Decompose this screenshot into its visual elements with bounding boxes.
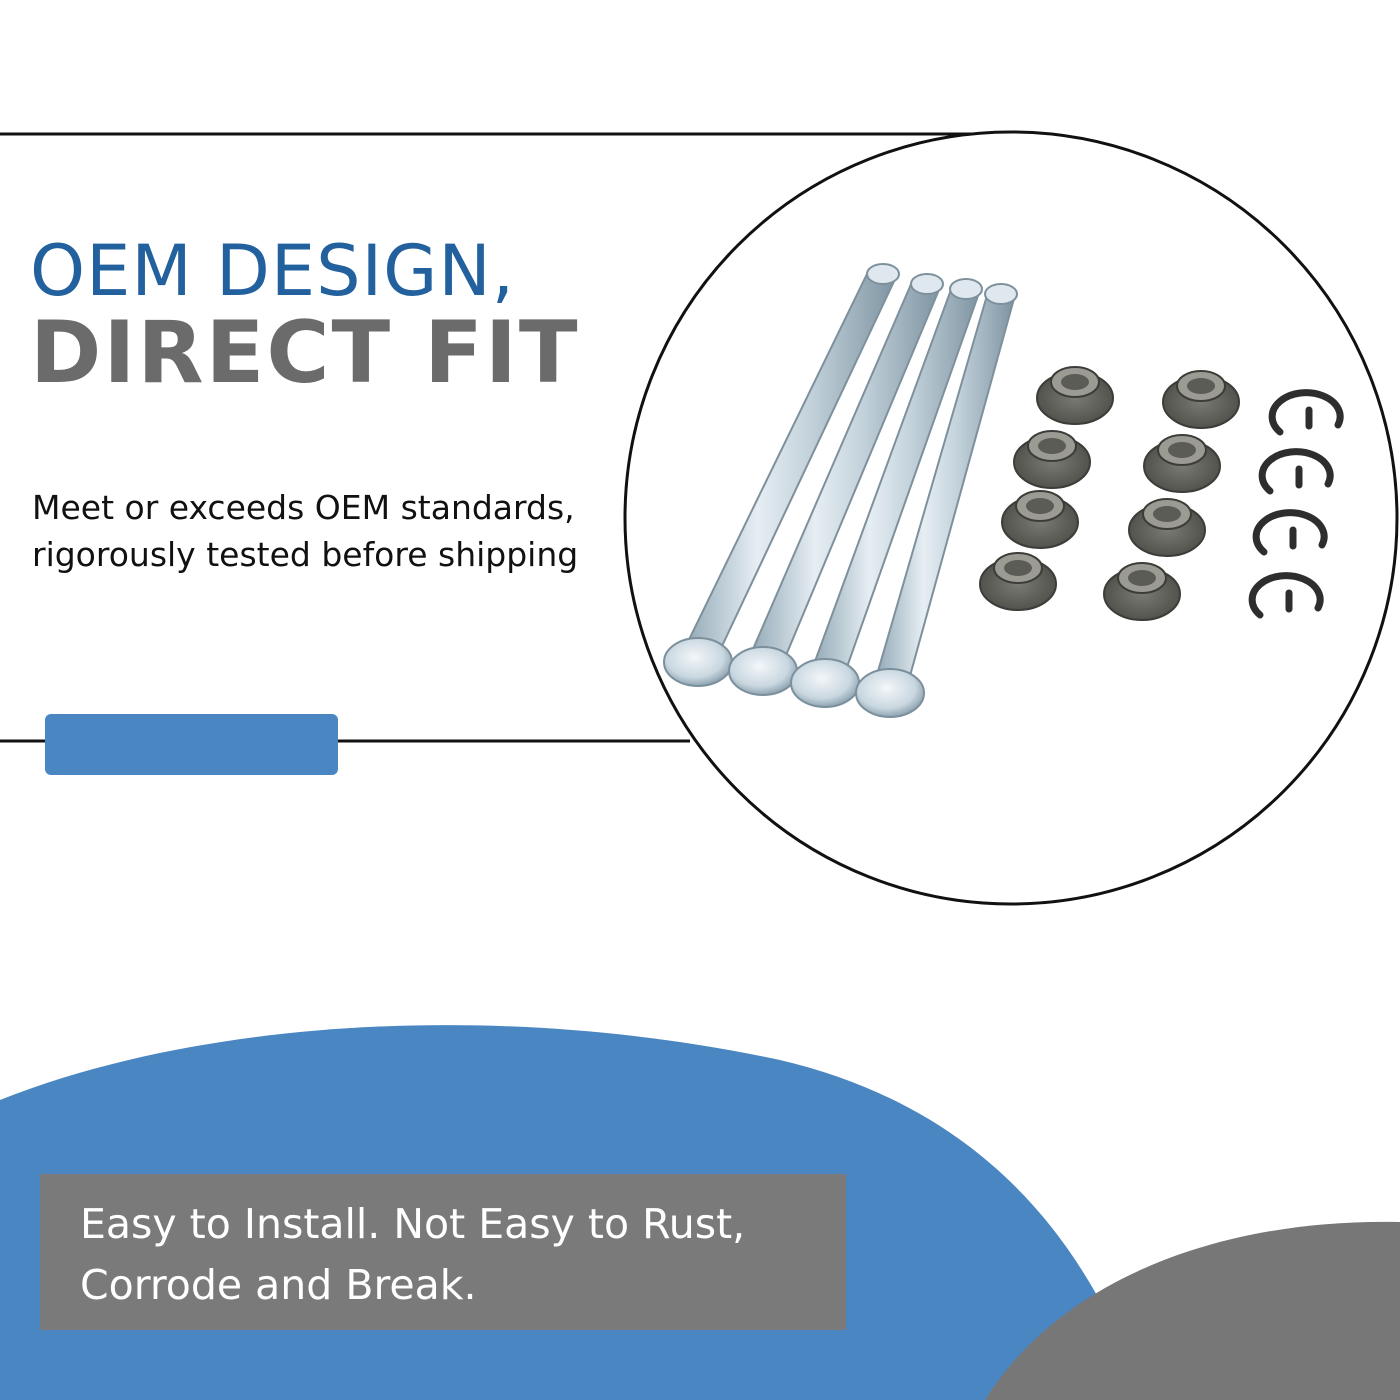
banner-text: Easy to Install. Not Easy to Rust, Corro… [80, 1200, 746, 1309]
hinge-pin [790, 278, 983, 708]
gray-wave-shape [985, 1221, 1400, 1400]
product-image [663, 263, 1344, 718]
bushing [1143, 434, 1221, 493]
bushing [1103, 562, 1181, 621]
hinge-pin [728, 273, 944, 696]
description-text: Meet or exceeds OEM standards, rigorousl… [32, 488, 579, 574]
headline-line-1: OEM DESIGN, [30, 230, 516, 312]
e-clip [1252, 509, 1328, 556]
bushing [1036, 366, 1114, 425]
bushing [1013, 430, 1091, 489]
headline-line-2: DIRECT FIT [30, 303, 580, 403]
e-clip [1248, 572, 1324, 619]
e-clip [1258, 448, 1334, 495]
bottom-banner: Easy to Install. Not Easy to Rust, Corro… [40, 1174, 846, 1330]
hinge-pin [855, 283, 1018, 718]
e-clip [1268, 389, 1344, 436]
bushing [1001, 490, 1079, 549]
accent-bar [45, 714, 338, 775]
hinge-pin [663, 263, 900, 687]
bushing [1162, 370, 1240, 429]
bushing [1128, 498, 1206, 557]
bushing [979, 552, 1057, 611]
